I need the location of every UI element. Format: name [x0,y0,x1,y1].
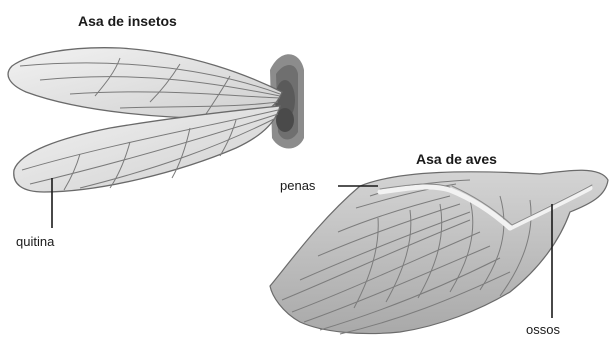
insect-wings [8,48,304,192]
bird-wing [270,170,608,334]
chitin-label: quitina [16,234,55,249]
bird-wing-title: Asa de aves [416,151,497,167]
bones-label: ossos [526,322,560,337]
insect-wing-title: Asa de insetos [78,13,177,29]
feathers-label: penas [280,178,316,193]
bird-wing-shape [270,170,608,333]
